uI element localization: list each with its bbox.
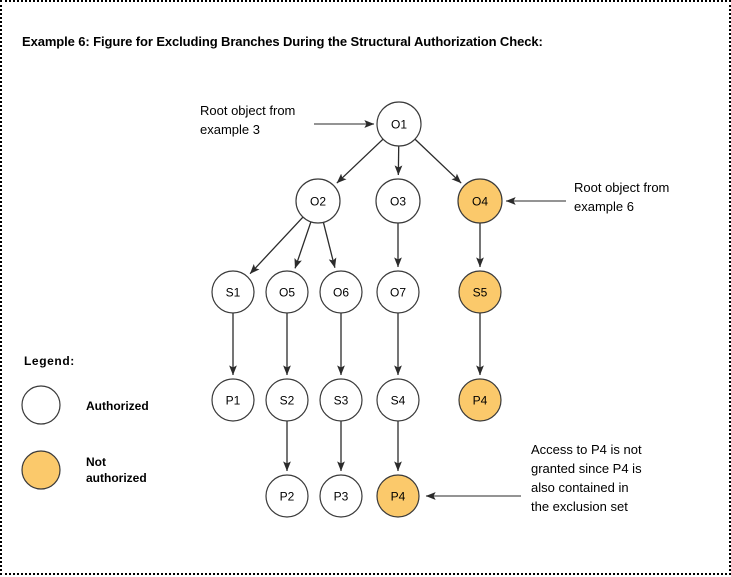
edge-O2-to-O6 [323, 222, 334, 267]
legend-title: Legend: [24, 354, 75, 368]
node-label: P1 [226, 394, 241, 408]
node-label: P4 [473, 394, 488, 408]
node-p4-p4a[interactable]: P4 [459, 379, 501, 421]
node-o1-o1[interactable]: O1 [377, 102, 421, 146]
annotation-access-note: Access to P4 is not granted since P4 is … [531, 440, 642, 516]
node-label: O7 [390, 286, 406, 300]
node-label: S1 [226, 286, 241, 300]
node-s5-s5[interactable]: S5 [459, 271, 501, 313]
node-label: O6 [333, 286, 349, 300]
node-label: O2 [310, 195, 326, 209]
legend-label-authorized: Authorized [86, 398, 149, 414]
node-p1-p1[interactable]: P1 [212, 379, 254, 421]
node-s3-s3[interactable]: S3 [320, 379, 362, 421]
node-s4-s4[interactable]: S4 [377, 379, 419, 421]
node-label: P2 [280, 490, 295, 504]
node-p4-p4b[interactable]: P4 [377, 475, 419, 517]
edge-O1-to-O2 [337, 139, 383, 183]
node-label: S4 [391, 394, 406, 408]
edge-O2-to-O5 [295, 222, 311, 269]
node-s1-s1[interactable]: S1 [212, 271, 254, 313]
node-o5-o5[interactable]: O5 [266, 271, 308, 313]
annotation-root-example3: Root object from example 3 [200, 101, 295, 139]
edge-O1-to-O4 [415, 139, 461, 183]
edge-O2-to-S1 [250, 217, 303, 274]
node-o4-o4[interactable]: O4 [458, 179, 502, 223]
node-o3-o3[interactable]: O3 [376, 179, 420, 223]
node-o2-o2[interactable]: O2 [296, 179, 340, 223]
node-s2-s2[interactable]: S2 [266, 379, 308, 421]
node-label: O4 [472, 195, 488, 209]
node-label: P3 [334, 490, 349, 504]
node-label: O3 [390, 195, 406, 209]
node-label: S2 [280, 394, 295, 408]
node-label: O5 [279, 286, 295, 300]
node-label: O1 [391, 118, 407, 132]
node-o6-o6[interactable]: O6 [320, 271, 362, 313]
node-p2-p2[interactable]: P2 [266, 475, 308, 517]
node-label: S5 [473, 286, 488, 300]
node-label: S3 [334, 394, 349, 408]
node-label: P4 [391, 490, 406, 504]
legend-label-not-authorized: Not authorized [86, 454, 147, 486]
node-o7-o7[interactable]: O7 [377, 271, 419, 313]
node-p3-p3[interactable]: P3 [320, 475, 362, 517]
annotation-root-example6: Root object from example 6 [574, 178, 669, 216]
